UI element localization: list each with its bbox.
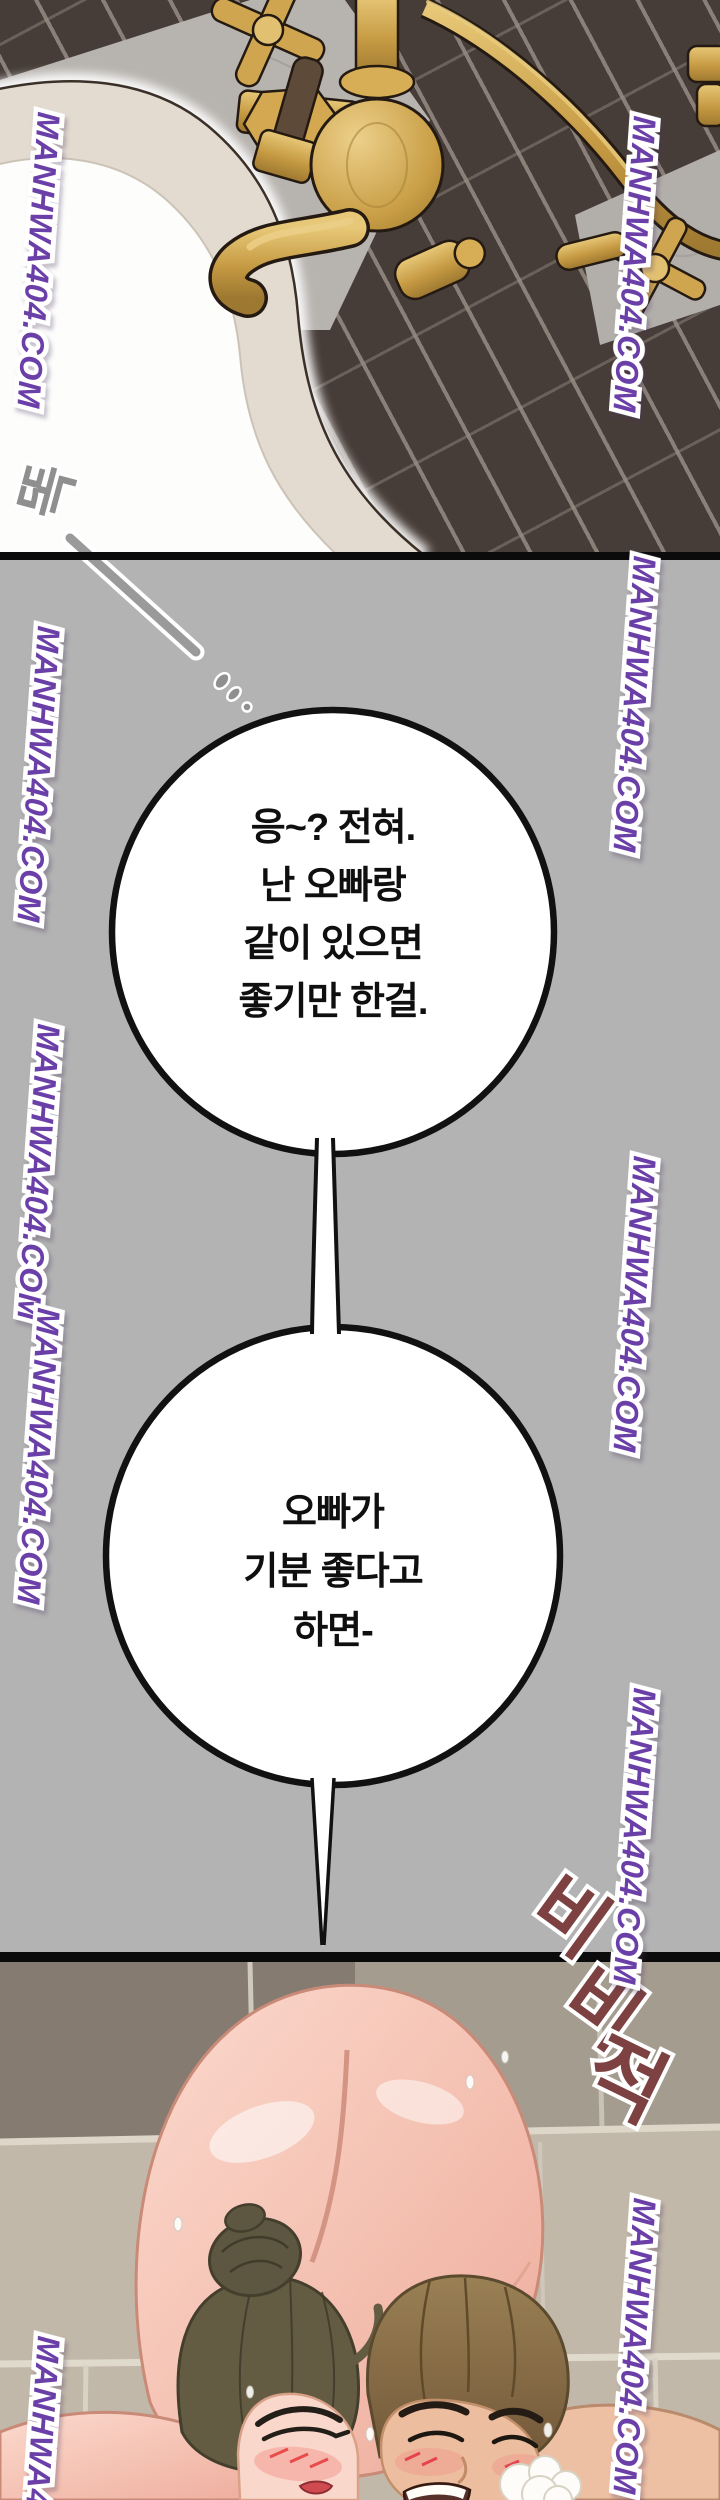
man-head <box>365 2274 570 2500</box>
faucet <box>208 0 720 320</box>
panel-border-top <box>0 552 720 560</box>
speech-line: 오빠가 <box>282 1492 385 1534</box>
speech-line: 하면- <box>293 1610 374 1652</box>
panel-border-bottom <box>0 1952 720 1962</box>
woman-head <box>176 2203 384 2500</box>
soap-suds <box>499 2455 582 2500</box>
bubble-connector <box>310 1130 341 1340</box>
panel-couple <box>0 1962 720 2500</box>
speech-bubble-2-text: 오빠가 기분 좋다고 하면- <box>133 1484 533 1661</box>
bathtub-illustration <box>0 0 720 556</box>
speech-bubble-1-text: 응~? 전혀. 난 오빠랑 같이 있으면 좋기만 한걸. <box>133 799 533 1031</box>
motion-trail <box>61 529 253 713</box>
speech-line: 좋기만 한걸. <box>238 981 429 1023</box>
speech-line: 같이 있으면 <box>243 923 423 965</box>
speech-line: 응~? 전혀. <box>250 807 416 849</box>
speech-line: 난 오빠랑 <box>260 865 406 907</box>
panel-bathtub <box>0 0 720 556</box>
sweat-drops <box>173 2050 553 2442</box>
couple-illustration <box>0 1962 720 2500</box>
bubble-tail <box>310 1768 336 1948</box>
speech-line: 기분 좋다고 <box>243 1551 423 1593</box>
